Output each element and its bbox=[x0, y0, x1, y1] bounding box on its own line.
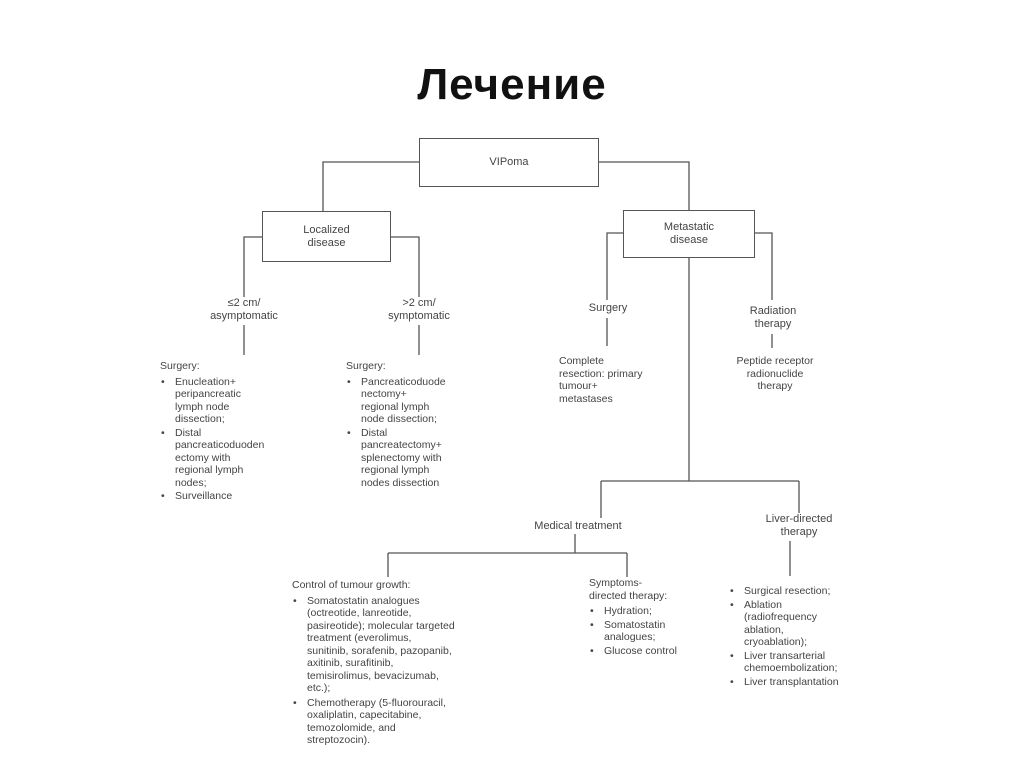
large-surgery-block: Surgery: •Pancreaticoduode nectomy+ regi… bbox=[346, 360, 476, 490]
symptoms-heading: Symptoms- directed therapy: bbox=[589, 577, 668, 602]
connector-root-localized bbox=[322, 161, 419, 211]
root-box: VIPoma bbox=[419, 138, 599, 187]
localized-box: Localized disease bbox=[262, 211, 391, 262]
metastatic-box: Metastatic disease bbox=[623, 210, 755, 258]
list-item: •Ablation (radiofrequency ablation, cryo… bbox=[730, 598, 817, 649]
symptoms-block: Symptoms- directed therapy: •Hydration; … bbox=[589, 577, 709, 658]
tumour-control-block: Control of tumour growth: •Somatostatin … bbox=[292, 579, 492, 748]
small-size-label: ≤2 cm/ asymptomatic bbox=[192, 297, 296, 323]
list-item: •Distal pancreaticoduoden ectomy with re… bbox=[161, 426, 265, 489]
metastatic-surgery-label: Surgery bbox=[578, 302, 638, 315]
small-surgery-heading: Surgery: bbox=[160, 360, 200, 372]
connector-localized-large bbox=[391, 236, 420, 297]
large-surgery-heading: Surgery: bbox=[346, 360, 386, 372]
list-item: •Liver transarterial chemoembolization; bbox=[730, 649, 838, 675]
list-item: •Surveillance bbox=[161, 490, 233, 502]
connector-metastatic-surgery bbox=[606, 232, 623, 300]
list-item: •Glucose control bbox=[590, 644, 677, 657]
liver-directed-label: Liver-directed therapy bbox=[752, 513, 846, 539]
list-item: •Chemotherapy (5-fluorouracil, oxaliplat… bbox=[293, 696, 446, 747]
large-size-label: >2 cm/ symptomatic bbox=[370, 297, 468, 323]
connector-metastatic-radiation bbox=[755, 232, 773, 300]
tumour-control-heading: Control of tumour growth: bbox=[292, 579, 411, 591]
medical-treatment-label: Medical treatment bbox=[523, 520, 633, 533]
list-item: •Somatostatin analogues (octreotide, lan… bbox=[293, 594, 455, 695]
metastatic-surgery-detail: Complete resection: primary tumour+ meta… bbox=[559, 355, 643, 405]
small-surgery-block: Surgery: •Enucleation+ peripancreatic ly… bbox=[160, 360, 300, 504]
list-item: •Distal pancreatectomy+ splenectomy with… bbox=[347, 426, 442, 489]
list-item: •Hydration; bbox=[590, 605, 652, 617]
radiation-label: Radiation therapy bbox=[736, 305, 810, 331]
radiation-detail: Peptide receptor radionuclide therapy bbox=[736, 355, 814, 392]
connector-localized-small bbox=[243, 236, 262, 297]
liver-therapy-block: •Surgical resection; •Ablation (radiofre… bbox=[729, 585, 869, 689]
list-item: •Enucleation+ peripancreatic lymph node … bbox=[161, 375, 241, 426]
list-item: •Liver transplantation bbox=[730, 675, 839, 688]
connector-root-metastatic bbox=[599, 161, 690, 210]
list-item: •Surgical resection; bbox=[730, 585, 831, 597]
list-item: •Somatostatin analogues; bbox=[590, 618, 666, 644]
page-title: Лечение bbox=[417, 60, 607, 109]
list-item: •Pancreaticoduode nectomy+ regional lymp… bbox=[347, 375, 446, 426]
